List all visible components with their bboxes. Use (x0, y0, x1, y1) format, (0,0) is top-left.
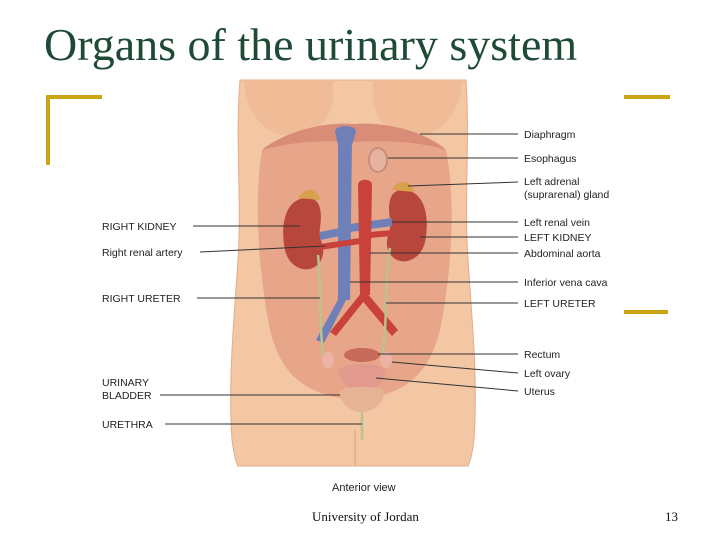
footer-institution: University of Jordan (312, 509, 419, 524)
label-bladder: BLADDER (102, 390, 152, 402)
iliac-vessel-shape (330, 292, 368, 336)
leader-line (407, 181, 519, 187)
renal-artery-shape (320, 238, 360, 250)
label-left-kidney: LEFT KIDNEY (524, 232, 592, 244)
label-right-renal-artery: Right renal artery (102, 247, 183, 259)
ovary-shape (322, 352, 334, 368)
slide-title: Organs of the urinary system (44, 19, 578, 70)
chest-shape (373, 80, 462, 137)
label-urinary: URINARY (102, 377, 149, 389)
diagram-caption: Anterior view (332, 482, 396, 494)
label-right-ureter: RIGHT URETER (102, 293, 181, 305)
left-kidney-shape (386, 189, 427, 262)
adrenal-gland-shape (298, 189, 320, 200)
adrenal-gland-shape (392, 181, 414, 192)
aorta-shape (358, 179, 372, 295)
leader-line (199, 245, 326, 253)
label-right-kidney: RIGHT KIDNEY (102, 221, 176, 233)
accent-bracket-left-horizontal (46, 95, 102, 99)
accent-bracket-right-bottom (624, 310, 668, 314)
label-left-ureter: LEFT URETER (524, 298, 596, 310)
label-abdominal-aorta: Abdominal aorta (524, 248, 601, 260)
label-rectum: Rectum (524, 349, 560, 361)
renal-artery-shape (370, 230, 392, 238)
label-uterus: Uterus (524, 386, 555, 398)
label-left-adrenal: Left adrenal (524, 176, 579, 188)
rectum-shape (344, 348, 380, 362)
iliac-vessel-shape (316, 296, 346, 343)
urinary-bladder-shape (340, 386, 384, 412)
chest-shape (244, 80, 333, 137)
vena-cava-shape (335, 126, 356, 145)
right-kidney-shape (283, 197, 324, 270)
ureter-shape (380, 247, 392, 361)
label-esophagus: Esophagus (524, 153, 577, 165)
accent-bracket-left-vertical (46, 95, 50, 165)
label-urethra: URETHRA (102, 419, 153, 431)
label-left-ovary: Left ovary (524, 368, 571, 380)
renal-vein-shape (320, 228, 340, 240)
ureter-shape (316, 254, 326, 361)
leader-line (391, 361, 519, 374)
accent-bracket-right-top (624, 95, 670, 99)
label-inferior-vena-cava: Inferior vena cava (524, 277, 608, 289)
ovary-shape (380, 352, 392, 368)
esophagus-shape (368, 147, 388, 173)
iliac-vessel-shape (360, 292, 398, 336)
leader-line (375, 377, 519, 392)
footer-page-number: 13 (665, 509, 678, 524)
label-suprarenal-gland: (suprarenal) gland (524, 189, 609, 201)
label-left-renal-vein: Left renal vein (524, 217, 590, 229)
label-diaphragm: Diaphragm (524, 129, 576, 141)
vena-cava-shape (338, 138, 352, 300)
uterus-shape (338, 364, 386, 392)
